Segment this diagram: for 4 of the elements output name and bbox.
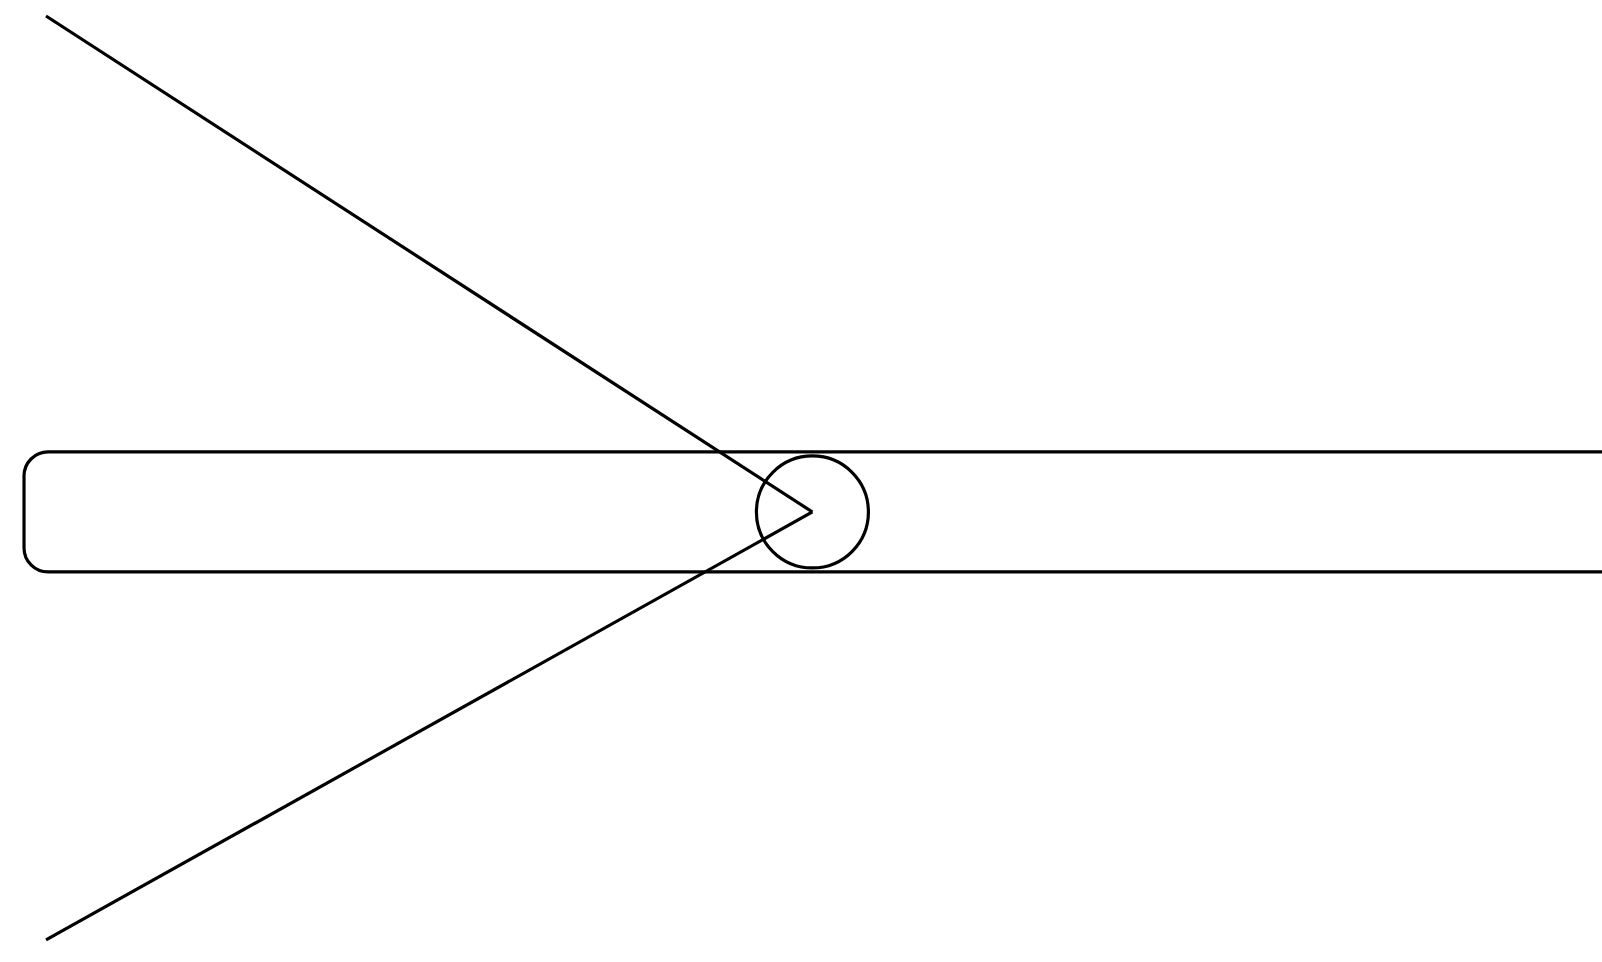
line — [45, 14, 814, 514]
bar-shape — [22, 450, 1602, 574]
circle-shape — [754, 454, 870, 570]
line — [45, 510, 814, 942]
